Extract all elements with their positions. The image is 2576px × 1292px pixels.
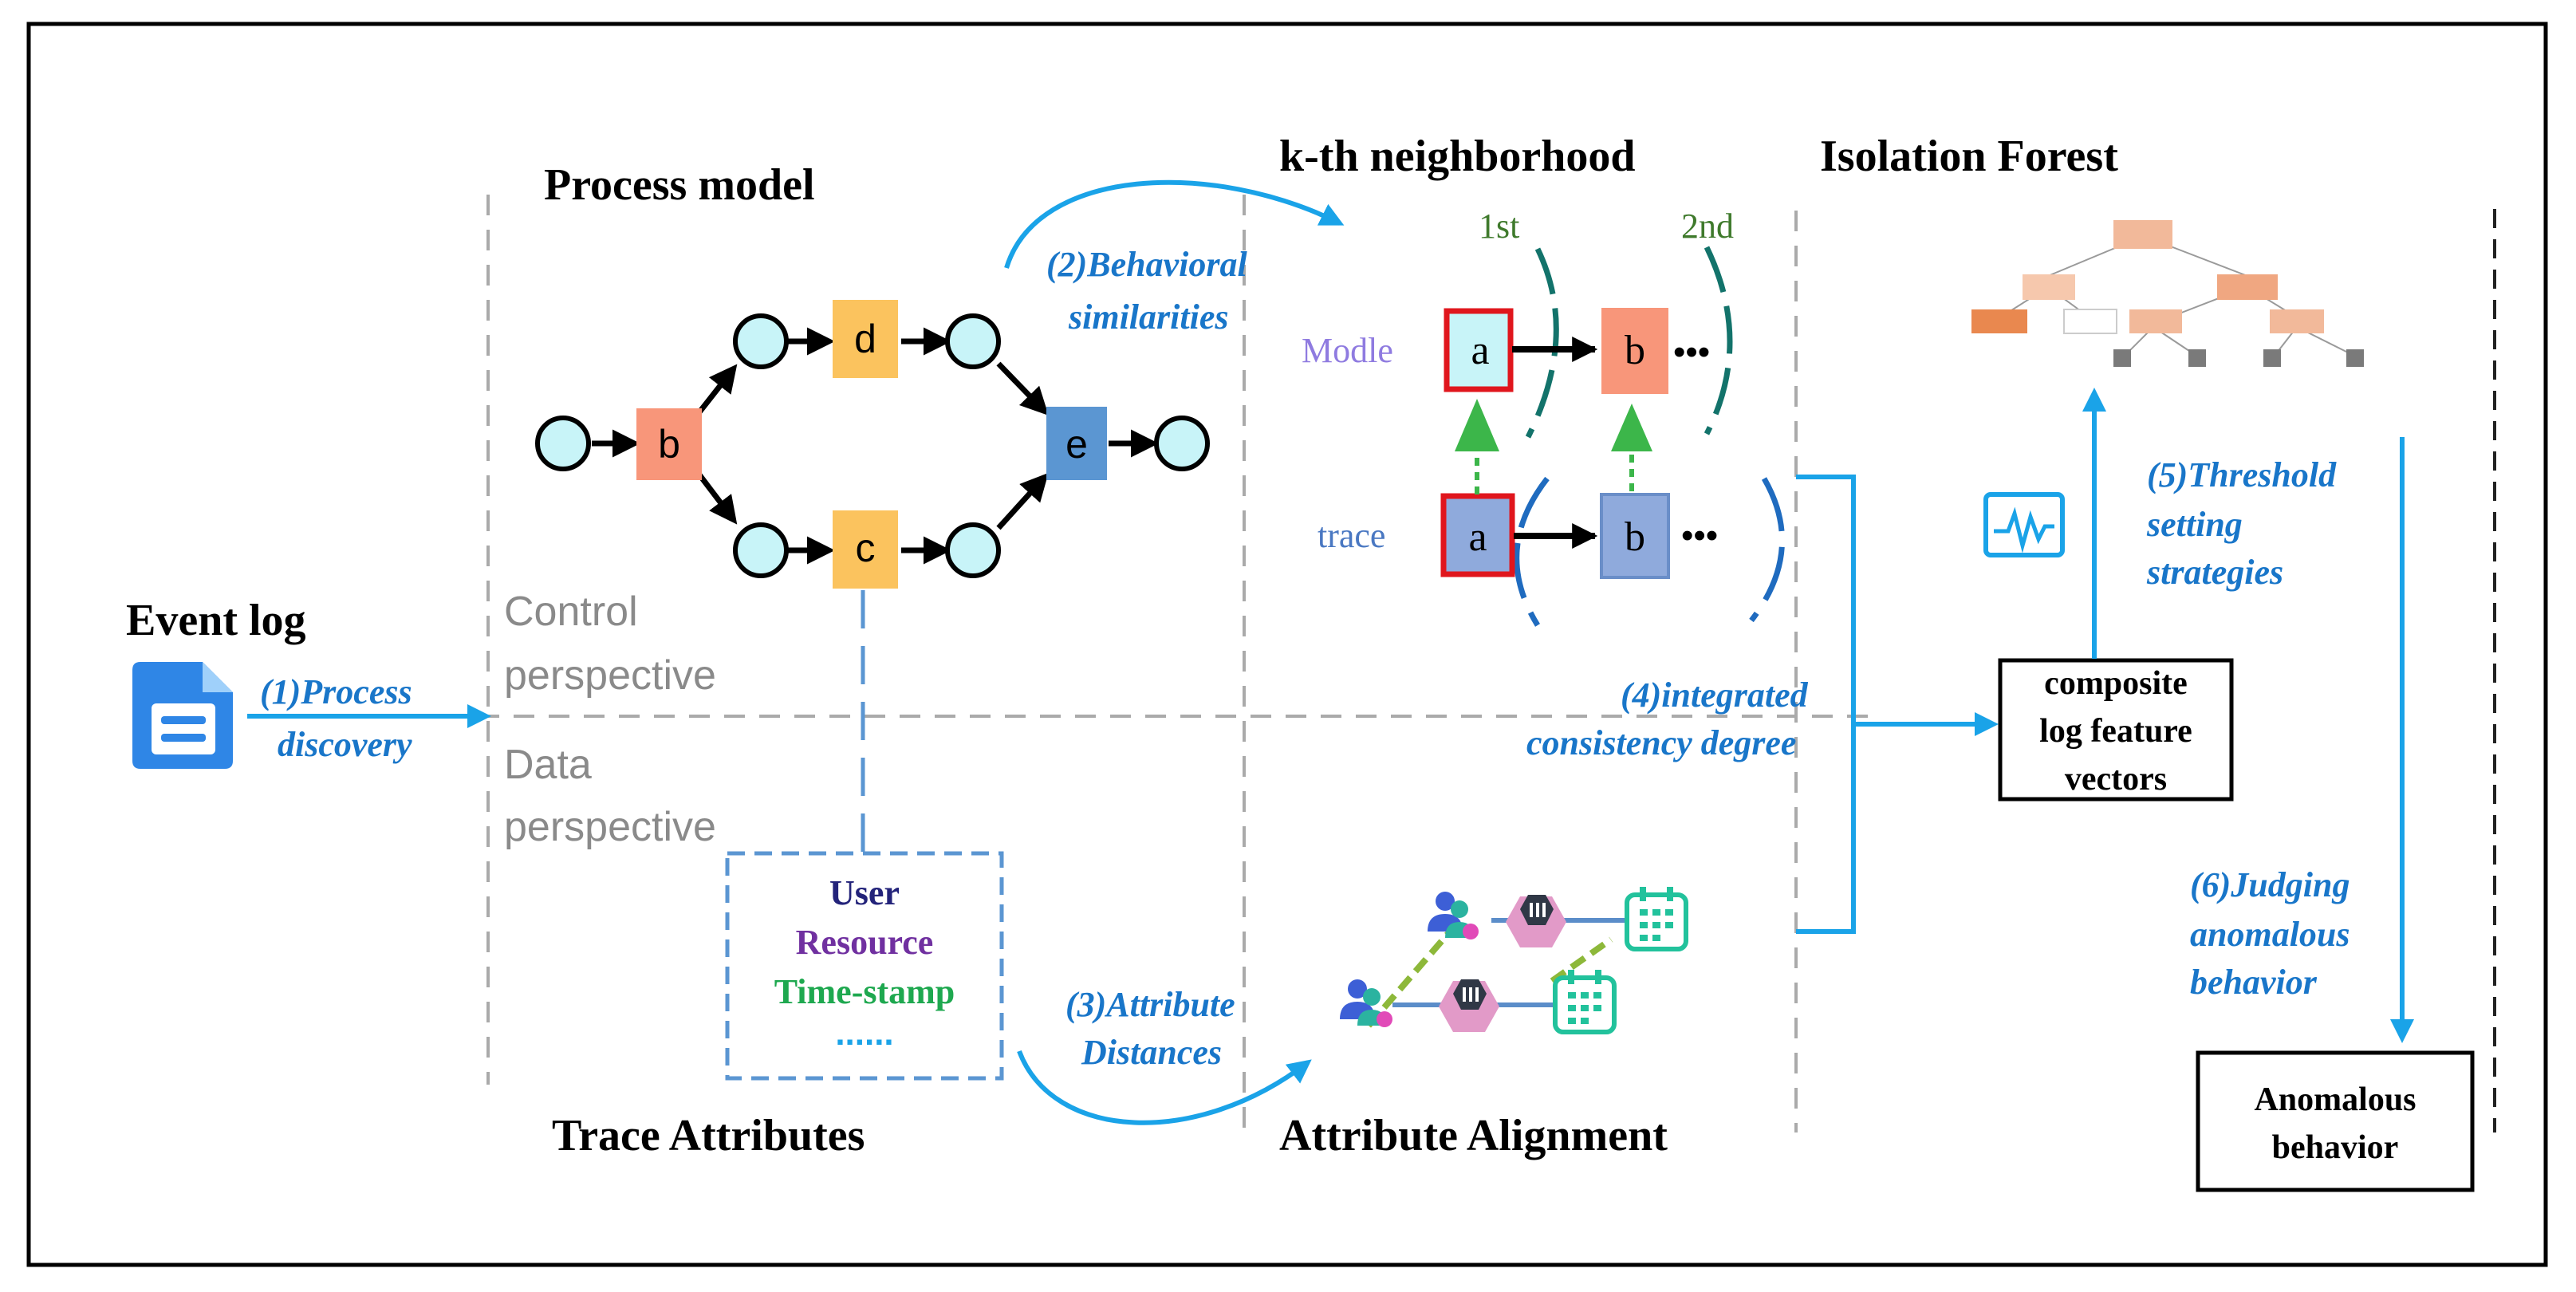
anomalous-box-line1: Anomalous [2254, 1081, 2416, 1118]
process-transitions: b d c e [636, 300, 1107, 589]
step4-label-line1: (4)integrated [1621, 676, 1809, 715]
model-node-a [1444, 308, 1514, 392]
control-perspective-line2: perspective [504, 652, 716, 699]
second-order-label: 2nd [1681, 207, 1734, 246]
transition-d [833, 300, 898, 378]
users-icon [1428, 892, 1479, 939]
control-perspective-line1: Control [504, 589, 638, 635]
feature-box-line3: vectors [2065, 761, 2167, 798]
kth-neighborhood-title: k-th neighborhood [1279, 132, 1636, 181]
trace-attributes-title: Trace Attributes [552, 1111, 865, 1160]
transition-c-label: c [856, 526, 876, 570]
trace-ellipsis: ••• [1681, 516, 1718, 555]
attribute-distances-arrow [1017, 1050, 1312, 1125]
users-icon-2 [1340, 979, 1392, 1027]
feature-vectors-box [1998, 658, 2234, 802]
step3-label-line1: (3)Attribute [1065, 985, 1235, 1024]
model-row-label: Modle [1302, 331, 1393, 370]
model-node-b [1601, 308, 1668, 394]
trace-row-label: trace [1318, 516, 1385, 555]
process-model-net [535, 313, 1210, 578]
step4-label-line2: consistency degree [1526, 723, 1796, 762]
resource-hex-icon [1506, 895, 1566, 947]
transition-b [636, 408, 702, 480]
step5-label-line3: strategies [2146, 553, 2283, 592]
isolation-tree-icon [1971, 220, 2364, 367]
step6-label-line1: (6)Judging [2190, 865, 2350, 904]
transition-e [1046, 407, 1107, 480]
attr-timestamp: Time-stamp [774, 972, 955, 1011]
trace-node-a [1440, 493, 1515, 577]
outer-frame [26, 22, 2548, 1267]
event-log-title: Event log [126, 596, 306, 645]
step6-label-line2: anomalous [2190, 915, 2350, 954]
step2-label-line2: similarities [1068, 297, 1228, 337]
step2-label-line1: (2)Behavioral [1046, 245, 1248, 284]
anomalous-behavior-box [2196, 1050, 2475, 1192]
transition-b-label: b [658, 422, 680, 467]
document-icon [132, 662, 233, 769]
attr-more-dots: ...... [835, 1014, 893, 1053]
calendar-icon [1625, 887, 1688, 951]
attribute-alignment-graphic [1340, 887, 1688, 1034]
integration-bracket [1796, 475, 1856, 934]
attr-resource: Resource [796, 923, 934, 962]
feature-box-line1: composite [2044, 665, 2188, 702]
process-model-title: Process model [544, 160, 815, 210]
step1-label-line2: discovery [278, 725, 412, 764]
trace-node-a-label: a [1468, 514, 1487, 560]
isolation-forest-title: Isolation Forest [1820, 132, 2118, 181]
model-node-a-label: a [1471, 328, 1489, 373]
step5-label-line2: setting [2146, 505, 2243, 544]
trace-node-b [1600, 493, 1670, 579]
resource-hex-icon-2 [1439, 979, 1499, 1032]
attribute-alignment-title: Attribute Alignment [1279, 1111, 1668, 1160]
transition-e-label: e [1065, 422, 1088, 467]
step1-label-line1: (1)Process [260, 672, 412, 711]
data-perspective-line1: Data [504, 742, 592, 788]
transition-d-label: d [854, 317, 876, 361]
step5-label-line1: (5)Threshold [2147, 455, 2337, 494]
trace-node-b-label: b [1625, 514, 1645, 560]
model-ellipsis: ••• [1673, 333, 1710, 372]
section-dividers [486, 195, 1798, 1132]
feature-box-line2: log feature [2039, 713, 2192, 750]
kth-neighborhood-graphic: 1st 2nd Modle trace a b ••• a b ••• [1302, 207, 1785, 627]
model-node-b-label: b [1625, 328, 1645, 373]
attr-user: User [829, 873, 900, 912]
step3-label-line2: Distances [1081, 1033, 1222, 1072]
calendar-icon-2 [1553, 970, 1617, 1034]
trace-attributes-box [725, 851, 1004, 1081]
first-order-label: 1st [1479, 207, 1519, 246]
transition-c [833, 510, 898, 589]
step6-label-line3: behavior [2190, 963, 2318, 1002]
behavioral-similarities-arrow [1004, 179, 1345, 269]
anomalous-box-line2: behavior [2272, 1129, 2399, 1166]
waveform-icon [1983, 492, 2065, 557]
data-perspective-line2: perspective [504, 804, 716, 850]
